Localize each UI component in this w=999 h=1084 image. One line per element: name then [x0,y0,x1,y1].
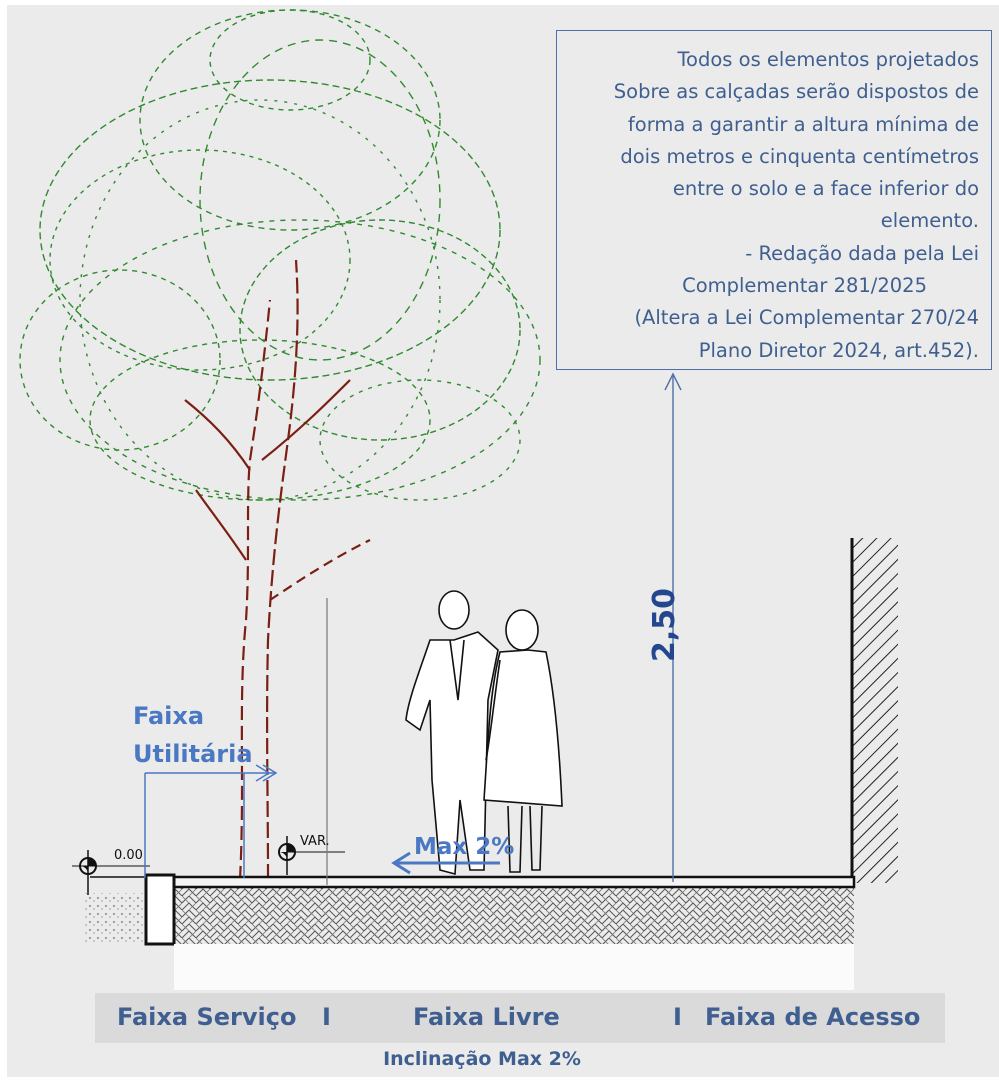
faixa-utilitaria-line2: Utilitária [133,740,253,768]
level-var-label: VAR. [300,834,330,849]
level-zero-label: 0.00 [114,848,143,863]
inclinacao-label: Inclinação Max 2% [383,1048,581,1070]
pedestrians-couple-icon [405,590,563,876]
legend-faixa-acesso: Faixa de Acesso [705,1003,921,1031]
level-var-icon [278,836,345,875]
legend-separator: I [322,1003,331,1031]
note-line: (Altera a Lei Complementar 270/24 [634,306,979,330]
building-wall [852,538,898,883]
regulation-note-box: Todos os elementos projetados Sobre as c… [556,30,992,370]
note-line: Complementar 281/2025 [682,274,927,298]
note-line: Plano Diretor 2024, art.452). [698,338,979,362]
legend-separator: I [673,1003,682,1031]
faixa-utilitaria-marker [144,764,278,878]
legend-faixa-livre: Faixa Livre [413,1003,560,1031]
slope-arrow-icon [391,851,500,875]
legend-faixa-servico: Faixa Serviço [117,1003,297,1031]
sidewalk-surface [172,875,856,889]
ground-band [174,944,854,990]
faixa-utilitaria-line1: Faixa [133,702,205,730]
note-line: entre o solo e a face inferior do [672,177,979,201]
faixa-utilitaria-label: Faixa Utilitária [133,697,253,773]
legend-band [95,993,945,1043]
slope-label: Max 2% [414,834,515,860]
tree-trunk [184,259,371,881]
gravel-street [85,893,145,943]
sidewalk-subbase [174,886,854,944]
height-dimension-line [664,372,682,882]
note-line: - Redação dada pela Lei [745,241,979,265]
level-zero-icon [72,850,150,895]
note-line: forma a garantir a altura mínima de [627,112,979,136]
note-line: dois metros e cinquenta centímetros [620,144,979,168]
note-line: Sobre as calçadas serão dispostos de [613,80,979,104]
note-line: Todos os elementos projetados [677,48,979,71]
note-line: elemento. [880,209,979,233]
height-dimension-label: 2,50 [647,587,682,663]
curb [144,873,176,946]
tree-foliage [19,9,541,501]
